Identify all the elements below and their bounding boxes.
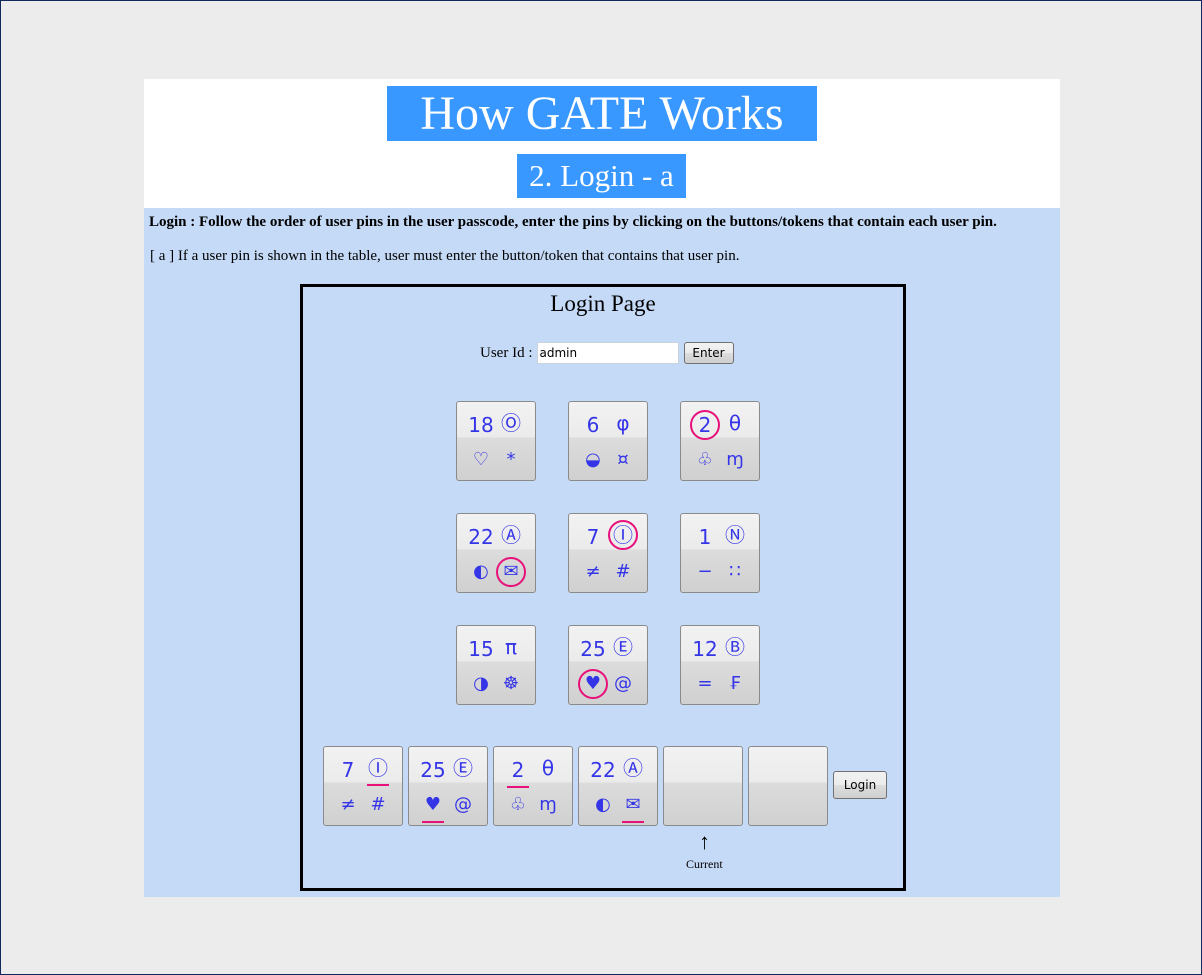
circled-n-icon: Ⓝ [725, 523, 745, 547]
token-button[interactable]: 25 Ⓔ ♥ @ [568, 625, 648, 705]
page-title: How GATE Works [387, 86, 817, 141]
token-button[interactable]: 15 π ◑ ☸ [456, 625, 536, 705]
login-panel: Login Page User Id : Enter 18 Ⓞ ♡ * 6 φ … [300, 284, 906, 891]
hash-icon: # [370, 794, 386, 815]
user-id-row: User Id : Enter [480, 342, 734, 364]
token-number: 1 [698, 525, 712, 549]
club-outline-icon: ♧ [509, 794, 527, 815]
token-number: 7 [586, 525, 600, 549]
theta-icon: θ [728, 411, 742, 435]
heart-outline-icon: ♡ [472, 449, 490, 470]
phi-icon: φ [616, 411, 630, 435]
token-number: 25 [420, 758, 446, 782]
empty-token-slot[interactable] [748, 746, 828, 826]
login-page-title: Login Page [550, 291, 656, 316]
token-button[interactable]: 12 Ⓑ = ₣ [680, 625, 760, 705]
circled-i-icon: Ⓘ [608, 520, 638, 550]
club-outline-icon: ♧ [696, 449, 714, 470]
circled-a-icon: Ⓐ [623, 756, 643, 780]
circled-i-icon: Ⓘ [363, 754, 393, 786]
entered-token-slot[interactable]: 25 Ⓔ ♥ @ [408, 746, 488, 826]
envelope-icon: ✉ [496, 557, 526, 587]
user-id-input[interactable] [536, 342, 679, 364]
circled-e-icon: Ⓔ [613, 635, 633, 659]
token-button[interactable]: 6 φ ◒ ¤ [568, 401, 648, 481]
up-arrow-icon: ↑ [699, 829, 710, 854]
header: How GATE Works 2. Login - a [144, 79, 1060, 208]
tutorial-page: How GATE Works 2. Login - a Login : Foll… [144, 79, 1060, 897]
token-number: 22 [590, 758, 616, 782]
circled-a-icon: Ⓐ [501, 523, 521, 547]
half-circle-right-icon: ◑ [473, 673, 489, 694]
empty-token-slot-current[interactable] [663, 746, 743, 826]
envelope-icon: ✉ [618, 791, 648, 823]
currency-sign-icon: ¤ [617, 449, 629, 470]
circled-b-icon: Ⓑ [725, 635, 745, 659]
entered-token-slot[interactable]: 7 Ⓘ ≠ # [323, 746, 403, 826]
entered-token-slot[interactable]: 2 θ ♧ ɱ [493, 746, 573, 826]
at-sign-icon: @ [454, 794, 472, 815]
wheel-icon: ☸ [502, 673, 520, 694]
token-number: 2 [690, 410, 720, 440]
heart-solid-icon: ♥ [418, 791, 448, 823]
current-slot-label: Current [686, 857, 723, 871]
franc-sign-icon: ₣ [729, 673, 741, 694]
asterisk-icon: * [506, 449, 516, 470]
step-a-instruction: [ a ] If a user pin is shown in the tabl… [150, 248, 740, 264]
not-equal-icon: ≠ [585, 561, 601, 582]
at-sign-icon: @ [614, 673, 632, 694]
circled-e-icon: Ⓔ [453, 756, 473, 780]
half-circle-bottom-icon: ◒ [585, 449, 601, 470]
token-button[interactable]: 7 Ⓘ ≠ # [568, 513, 648, 593]
circled-o-icon: Ⓞ [501, 411, 521, 435]
token-number: 15 [468, 637, 494, 661]
token-number: 7 [341, 758, 355, 782]
token-button[interactable]: 2 θ ♧ ɱ [680, 401, 760, 481]
token-button[interactable]: 18 Ⓞ ♡ * [456, 401, 536, 481]
token-number: 22 [468, 525, 494, 549]
half-circle-left-icon: ◐ [473, 561, 489, 582]
token-number: 2 [503, 756, 533, 788]
four-dots-icon: ∷ [729, 561, 741, 582]
login-button[interactable]: Login [833, 771, 887, 799]
token-number: 6 [586, 413, 600, 437]
m-hook-icon: ɱ [726, 449, 744, 470]
token-number: 18 [468, 413, 494, 437]
token-button[interactable]: 1 Ⓝ − ∷ [680, 513, 760, 593]
page-subtitle: 2. Login - a [517, 154, 686, 198]
equals-icon: = [697, 673, 713, 694]
enter-button[interactable]: Enter [683, 342, 734, 364]
entered-token-slot[interactable]: 22 Ⓐ ◐ ✉ [578, 746, 658, 826]
theta-icon: θ [541, 756, 555, 780]
user-id-label: User Id : [480, 344, 533, 361]
token-button[interactable]: 22 Ⓐ ◐ ✉ [456, 513, 536, 593]
half-circle-left-icon: ◐ [595, 794, 611, 815]
token-number: 12 [692, 637, 718, 661]
token-number: 25 [580, 637, 606, 661]
heart-solid-icon: ♥ [578, 669, 608, 699]
login-instruction: Login : Follow the order of user pins in… [149, 214, 997, 230]
hash-icon: # [615, 561, 631, 582]
m-hook-icon: ɱ [539, 794, 557, 815]
pi-icon: π [504, 635, 518, 659]
minus-icon: − [697, 561, 713, 582]
not-equal-icon: ≠ [340, 794, 356, 815]
